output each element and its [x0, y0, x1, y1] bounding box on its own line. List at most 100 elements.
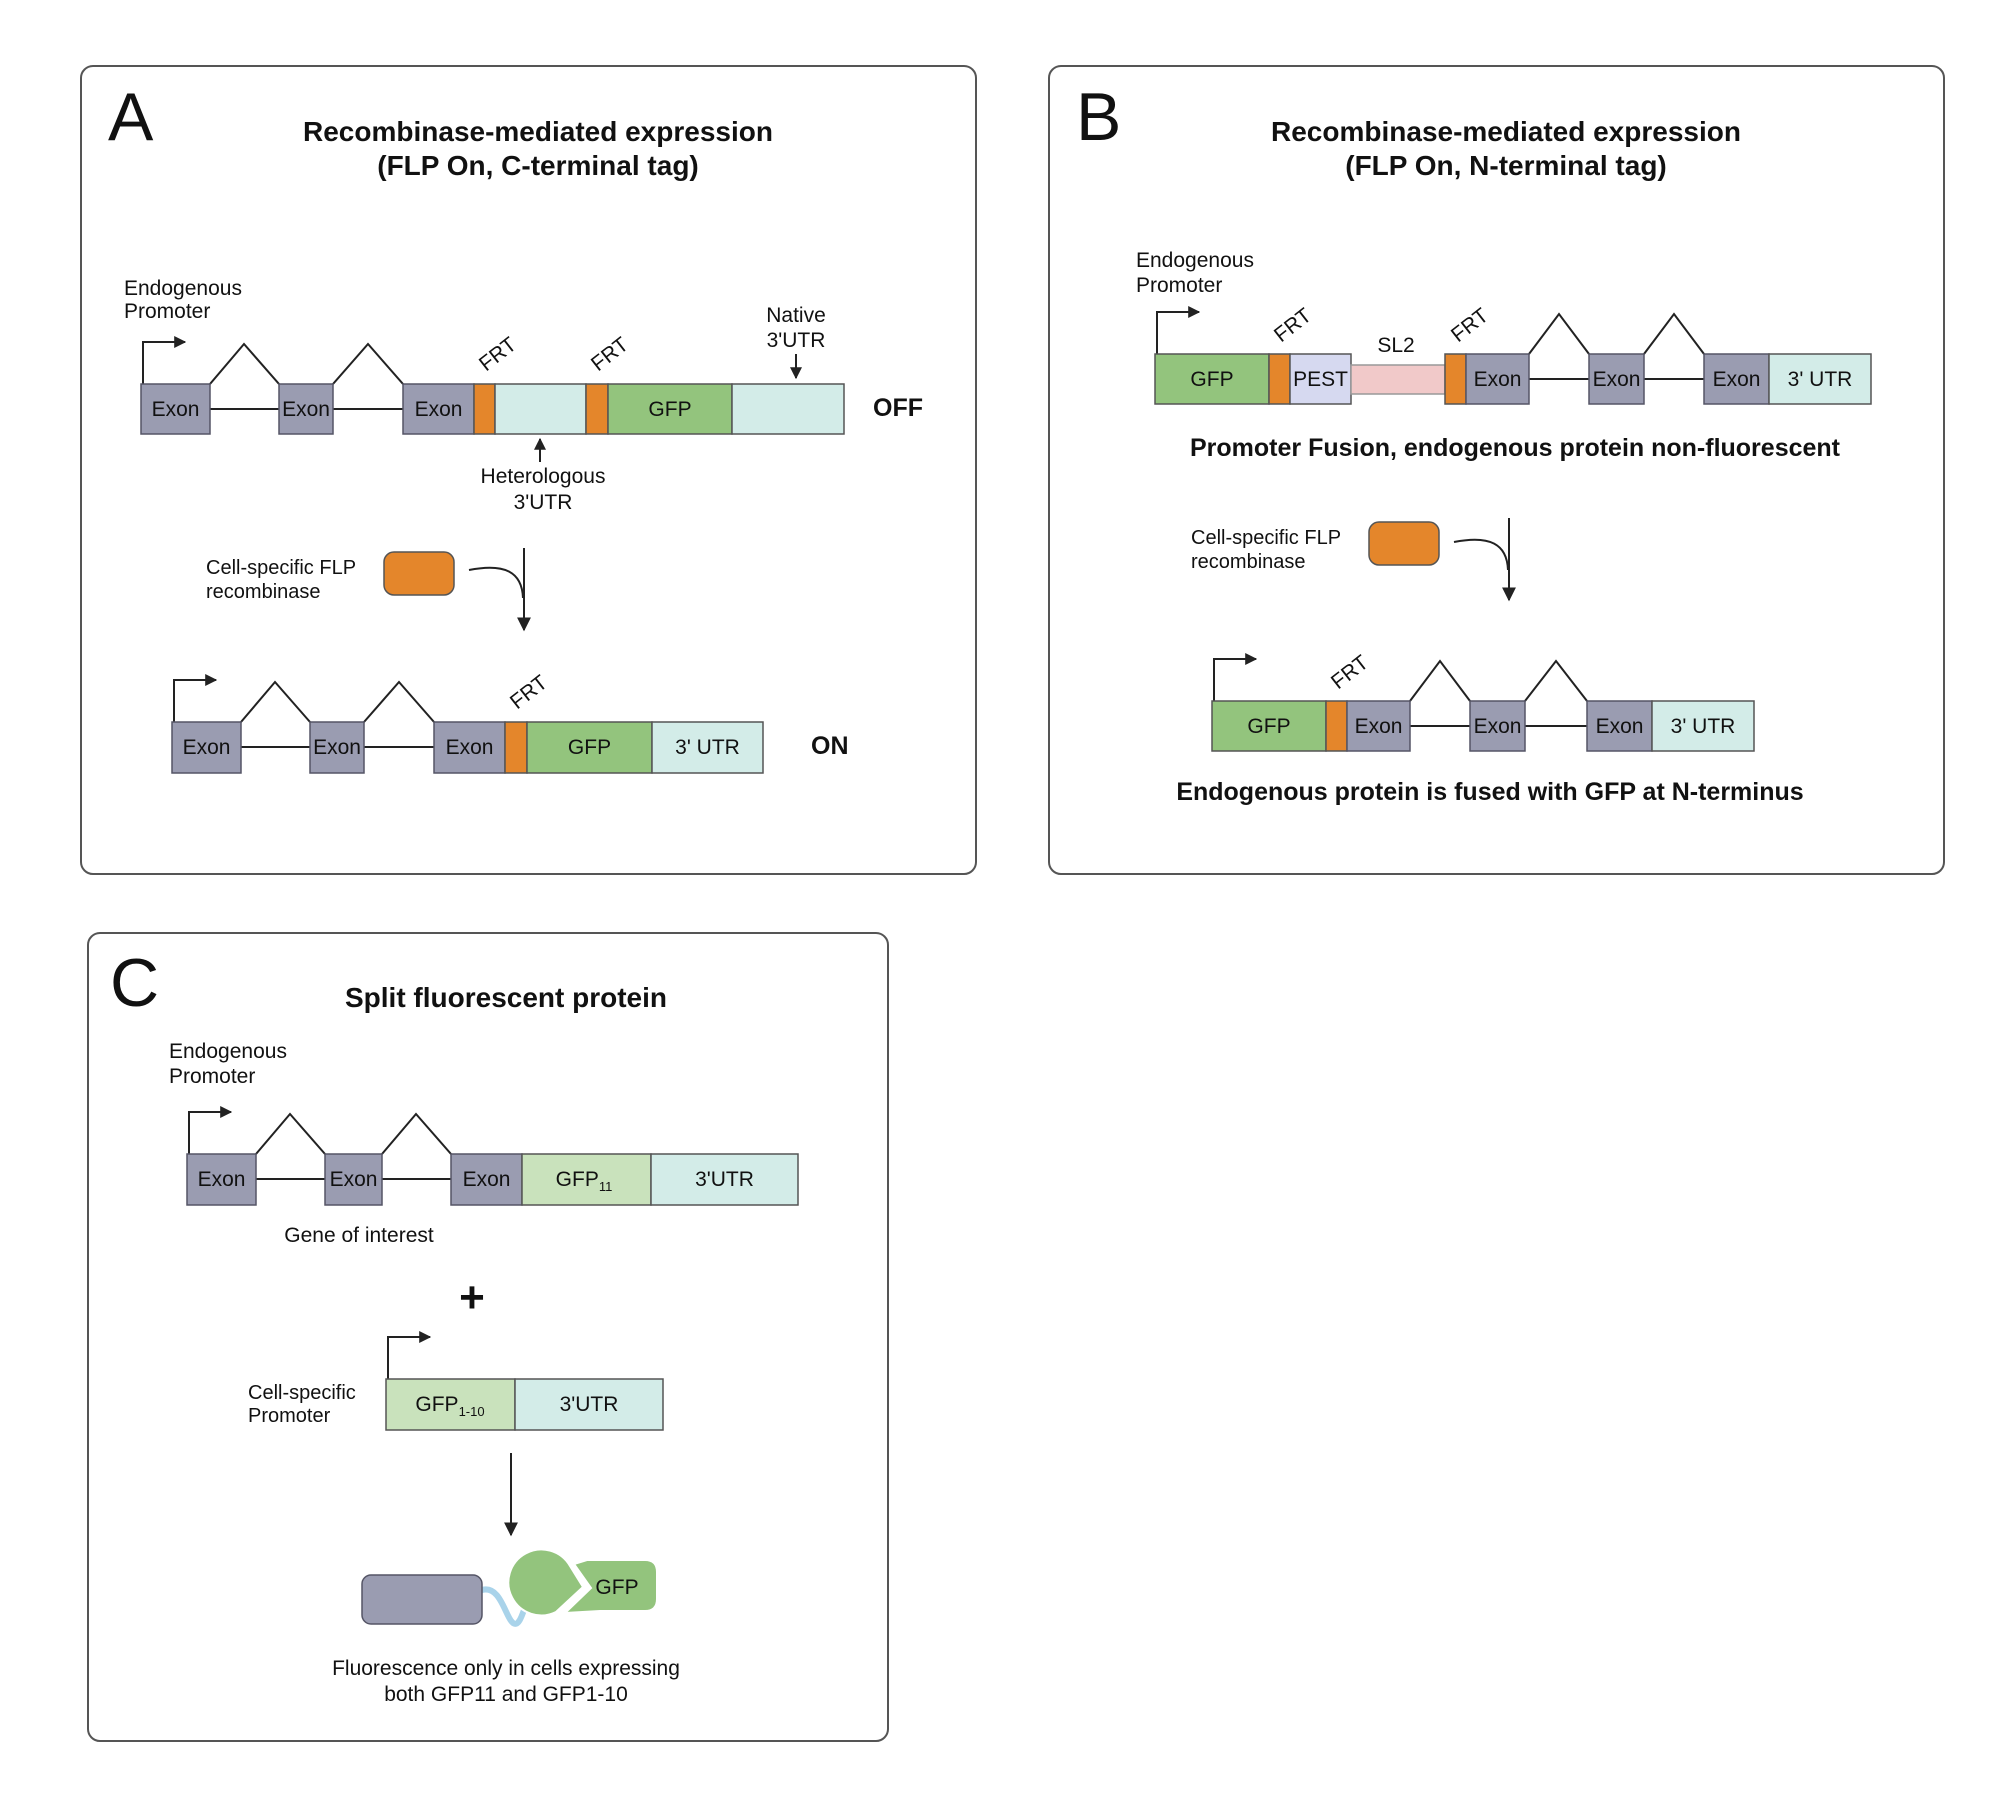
panel-c-result-line1: Fluorescence only in cells expressing: [332, 1657, 680, 1680]
panel-c-protein: GFP: [361, 1548, 658, 1627]
panel-b-gfp: [1154, 353, 1270, 405]
panel-a-promoter-line2: Promoter: [124, 300, 210, 323]
panel-b-letter: B: [1076, 79, 1121, 155]
panel-b-flp-step: Cell-specific FLP recombinase: [1191, 518, 1516, 602]
panel-b-exon-3-label: Exon: [1713, 368, 1761, 391]
panel-c-gene-construct: Endogenous Promoter Exon Exon Exon GFP11…: [169, 1040, 799, 1247]
panel-c-exon-3: [450, 1153, 523, 1206]
panel-a-native-line1: Native: [766, 304, 826, 327]
panel-b-exon-2: [1588, 353, 1645, 405]
panel-a-on-promoter-arrow: [173, 674, 218, 722]
panel-c-cell-utr-label: 3'UTR: [560, 1393, 619, 1416]
panel-c-gfp11-label: GFP11: [556, 1168, 613, 1194]
panel-b-on-splice-1: [1409, 659, 1471, 702]
panel-b-caption-2: Endogenous protein is fused with GFP at …: [1176, 778, 1803, 806]
panel-c-exon-2: [324, 1153, 383, 1206]
panel-a-frame: [80, 65, 977, 875]
panel-a-exon-1-label: Exon: [152, 398, 200, 421]
panel-a-frt-1: [473, 383, 496, 435]
panel-a-hetero-line2: 3'UTR: [514, 491, 573, 514]
panel-a-exon-2: [278, 383, 334, 435]
panel-a-hetero-line1: Heterologous: [481, 465, 606, 488]
panel-a-on-exon-1: [171, 721, 242, 774]
panel-b-flp-line1: Cell-specific FLP: [1191, 527, 1341, 549]
panel-c-utr: [650, 1153, 799, 1206]
panel-c-cell-utr: [514, 1378, 664, 1431]
panel-a-off-label: OFF: [873, 394, 923, 422]
panel-a-promoter-line1: Endogenous: [124, 277, 242, 300]
panel-a-exon-3: [402, 383, 475, 435]
panel-b-sl2: [1350, 364, 1446, 395]
panel-c-utr-label: 3'UTR: [695, 1168, 754, 1191]
panel-b-on-exon-2: [1469, 700, 1526, 752]
panel-c-frame: [87, 932, 889, 1742]
panel-b: B Recombinase-mediated expression (FLP O…: [1048, 65, 1945, 875]
panel-a-frt-2: [585, 383, 609, 435]
panel-a-title-line1: Recombinase-mediated expression: [303, 116, 773, 147]
panel-a: A Recombinase-mediated expression (FLP O…: [80, 65, 977, 875]
panel-b-splice-2: [1643, 312, 1705, 355]
panel-c-result-line2: both GFP11 and GFP1-10: [384, 1683, 628, 1706]
panel-a-gfp: [607, 383, 733, 435]
panel-c-gene-of-interest: Gene of interest: [284, 1224, 434, 1247]
panel-a-on-splice-1: [240, 680, 311, 723]
panel-a-on-exon-1-label: Exon: [183, 736, 231, 759]
panel-a-on-exon-2-label: Exon: [313, 736, 361, 759]
panel-b-sl2-label: SL2: [1377, 334, 1414, 357]
panel-b-on-frt: [1325, 700, 1348, 752]
panel-a-flp-line1: Cell-specific FLP: [206, 557, 356, 579]
panel-b-exon-2-label: Exon: [1593, 368, 1641, 391]
panel-b-utr-label: 3' UTR: [1788, 368, 1853, 391]
panel-b-on-gfp-label: GFP: [1247, 715, 1290, 738]
panel-a-on-utr-label: 3' UTR: [675, 736, 740, 759]
panel-b-gfp-label: GFP: [1190, 368, 1233, 391]
panel-a-on-frt: [504, 721, 528, 774]
panel-c-plus: +: [459, 1273, 485, 1322]
panel-c-cell-construct: Cell-specific Promoter GFP1-10 3'UTR: [248, 1331, 664, 1431]
panel-a-on-splice-2: [363, 680, 435, 723]
panel-b-frame: [1048, 65, 1945, 875]
panel-c-gfp110-sub: 1-10: [459, 1404, 485, 1419]
panel-c-exon-1-label: Exon: [198, 1168, 246, 1191]
panel-b-exon-1: [1465, 353, 1530, 405]
panel-c-gfp-protein-label: GFP: [595, 1576, 638, 1599]
panel-c-letter: C: [110, 945, 159, 1021]
panel-b-flp-curve: [1453, 538, 1509, 571]
panel-b-promoter-line1: Endogenous: [1136, 249, 1254, 272]
panel-a-on-construct: Exon Exon Exon GFP 3' UTR FRT ON: [171, 671, 849, 774]
panel-c-title: Split fluorescent protein: [345, 982, 667, 1013]
panel-c-cell-promoter-arrow: [387, 1331, 432, 1379]
panel-a-exon-3-label: Exon: [415, 398, 463, 421]
panel-b-promoter-arrow: [1156, 306, 1201, 354]
panel-a-on-utr: [651, 721, 764, 774]
panel-b-on-utr: [1651, 700, 1755, 752]
panel-a-on-exon-3: [433, 721, 506, 774]
panel-a-on-label: ON: [811, 732, 849, 760]
panel-c-gfp110: [385, 1378, 516, 1431]
panel-a-exon-1: [140, 383, 211, 435]
panel-a-off-construct: Endogenous Promoter Exon Exon Exon GFP F…: [124, 277, 923, 514]
panel-a-on-gfp: [526, 721, 653, 774]
panel-c-gfp110-fragment: [562, 1559, 658, 1615]
panel-c-exon-3-label: Exon: [463, 1168, 511, 1191]
panel-a-flp-step: Cell-specific FLP recombinase: [206, 548, 531, 632]
panel-c-gfp11-base: GFP: [556, 1168, 599, 1191]
panel-a-promoter-arrow: [142, 336, 187, 384]
panel-a-flp-line2: recombinase: [206, 581, 321, 603]
panel-b-splice-1: [1528, 312, 1590, 355]
panel-c-splice-2: [381, 1112, 452, 1155]
panel-b-top-construct: Endogenous Promoter GFP PEST SL2 Exon Ex…: [1136, 249, 1872, 405]
panel-b-exon-3: [1703, 353, 1770, 405]
panel-b-pest: [1289, 353, 1352, 405]
panel-c-cell-promoter-line2: Promoter: [248, 1405, 331, 1427]
panel-b-frt-2: [1444, 353, 1467, 405]
panel-b-frt-1: [1268, 353, 1291, 405]
panel-c-cell-promoter-line1: Cell-specific: [248, 1382, 356, 1404]
panel-b-exon-1-label: Exon: [1474, 368, 1522, 391]
panel-c-gfp11-fragment: [507, 1548, 585, 1617]
panel-b-utr: [1768, 353, 1872, 405]
panel-c-gfp110-base: GFP: [415, 1393, 458, 1416]
panel-a-native-utr: [731, 383, 845, 435]
panel-a-flp-curve: [468, 566, 524, 599]
